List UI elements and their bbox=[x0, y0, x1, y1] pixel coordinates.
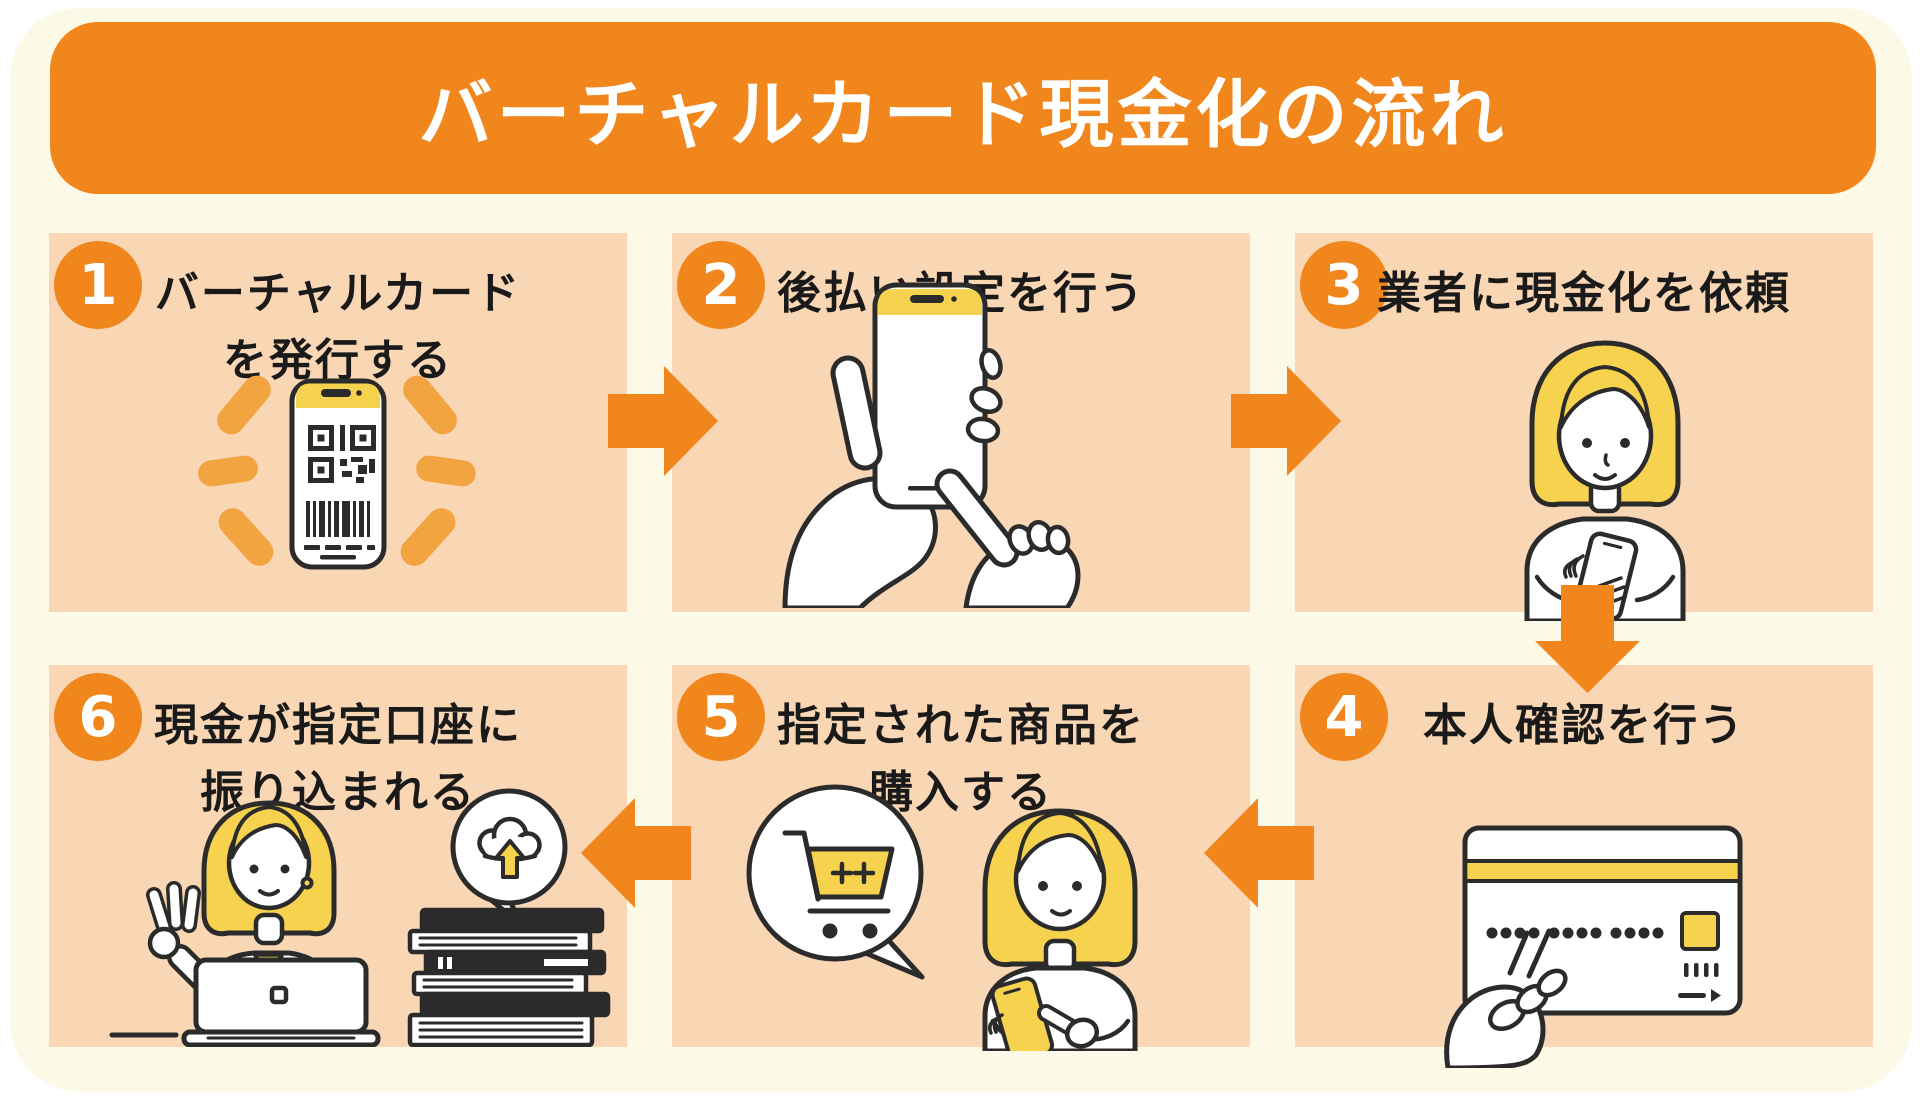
step-card-3: 3 業者に現金化を依頼 bbox=[1295, 233, 1873, 621]
step-4-number-badge: 4 bbox=[1300, 673, 1388, 761]
woman-shopping-cart-bubble-icon bbox=[746, 784, 1138, 1051]
hand-tapping-smartphone-icon bbox=[782, 282, 1081, 608]
step-3-number: 3 bbox=[1324, 252, 1364, 318]
shopping-cart-icon bbox=[782, 830, 895, 939]
step-1-number-badge: 1 bbox=[54, 241, 142, 329]
page-title: バーチャルカード現金化の流れ bbox=[418, 71, 1508, 158]
step-3-label: 業者に現金化を依頼 bbox=[1377, 268, 1791, 319]
arrow-step1-to-step2-icon bbox=[608, 366, 718, 476]
step-6-label: 現金が指定口座に 振り込まれる bbox=[154, 700, 522, 818]
arrow-step2-to-step3-icon bbox=[1231, 366, 1341, 476]
step-4-number: 4 bbox=[1324, 684, 1364, 750]
step-1-number: 1 bbox=[78, 252, 118, 318]
woman-using-smartphone-icon bbox=[1524, 340, 1686, 621]
arrow-step5-to-step6-icon bbox=[581, 798, 691, 908]
arrow-step3-to-step4-icon bbox=[1535, 585, 1640, 693]
smartphone-qr-barcode-icon bbox=[198, 375, 476, 570]
step-2-number: 2 bbox=[701, 252, 741, 318]
step-4-label: 本人確認を行う bbox=[1423, 700, 1745, 751]
step-card-5: 5 指定された商品を 購入する bbox=[672, 665, 1250, 1051]
title-banner: バーチャルカード現金化の流れ bbox=[50, 22, 1876, 194]
step-2-number-badge: 2 bbox=[677, 241, 765, 329]
cloud-upload-icon bbox=[477, 816, 542, 879]
hand-holding-credit-card-icon bbox=[1444, 825, 1743, 1068]
step-card-1: 1 バーチャルカード を発行する bbox=[49, 233, 627, 612]
step-5-number: 5 bbox=[701, 684, 741, 750]
step-card-4: 4 本人確認を行う bbox=[1295, 665, 1873, 1068]
step-6-number: 6 bbox=[78, 684, 118, 750]
step-5-number-badge: 5 bbox=[677, 673, 765, 761]
step-6-number-badge: 6 bbox=[54, 673, 142, 761]
books-stack-icon bbox=[407, 907, 611, 1047]
step-card-2: 2 後払い設定を行う bbox=[672, 233, 1250, 612]
step-card-6: 6 現金が指定口座に 振り込まれる bbox=[49, 665, 627, 1047]
step-3-number-badge: 3 bbox=[1300, 241, 1388, 329]
woman-laptop-transfer-icon bbox=[109, 788, 611, 1047]
arrow-step4-to-step5-icon bbox=[1204, 798, 1314, 908]
step-5-label: 指定された商品を 購入する bbox=[777, 700, 1145, 818]
